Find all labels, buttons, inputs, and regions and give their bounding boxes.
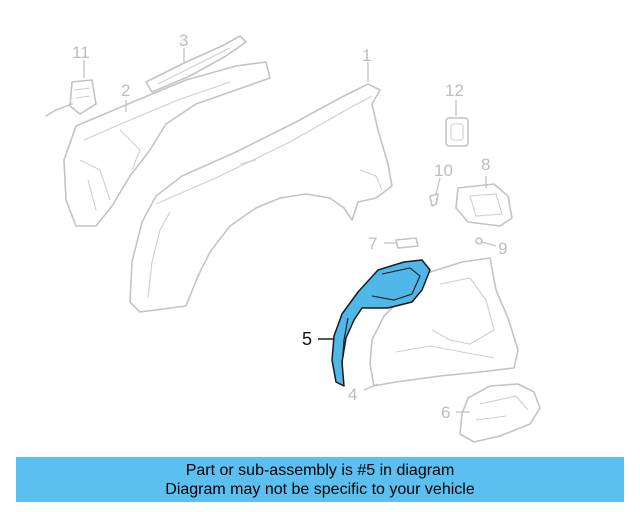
callout-3: 3 xyxy=(179,31,188,50)
part-4-wheelhouse xyxy=(369,257,519,387)
part-2-inner-panel xyxy=(63,61,271,227)
part-8-fuel-door xyxy=(455,183,513,227)
callout-10: 10 xyxy=(434,161,453,180)
part-10-screw xyxy=(429,193,439,207)
callout-1: 1 xyxy=(362,46,371,65)
part-3-rail xyxy=(145,35,247,93)
part-info-banner: Part or sub-assembly is #5 in diagram Di… xyxy=(16,457,624,502)
part-9-clip xyxy=(475,237,483,245)
part-11-latch xyxy=(45,79,97,117)
callout-7: 7 xyxy=(368,234,377,253)
banner-line-part: Part or sub-assembly is #5 in diagram xyxy=(185,461,455,479)
leader-lines xyxy=(83,48,497,413)
callout-labels: 11 2 3 1 12 10 8 7 9 5 4 6 xyxy=(72,31,507,422)
banner-line-disclaimer: Diagram may not be specific to your vehi… xyxy=(165,480,475,498)
callout-12: 12 xyxy=(445,81,464,100)
callout-2: 2 xyxy=(121,81,130,100)
part-1-quarter-panel xyxy=(129,83,393,313)
callout-6: 6 xyxy=(441,403,450,422)
part-12-clip xyxy=(445,117,469,147)
callout-5: 5 xyxy=(302,329,312,349)
part-5-wheelhouse-liner xyxy=(331,259,431,387)
callout-9: 9 xyxy=(498,239,507,258)
callout-8: 8 xyxy=(481,155,490,174)
callout-11: 11 xyxy=(72,43,90,62)
callout-4: 4 xyxy=(348,385,357,404)
part-7-bracket xyxy=(395,237,419,249)
part-6-bracket xyxy=(459,383,541,443)
parts-diagram: 11 2 3 1 12 10 8 7 9 5 4 6 xyxy=(45,31,541,443)
